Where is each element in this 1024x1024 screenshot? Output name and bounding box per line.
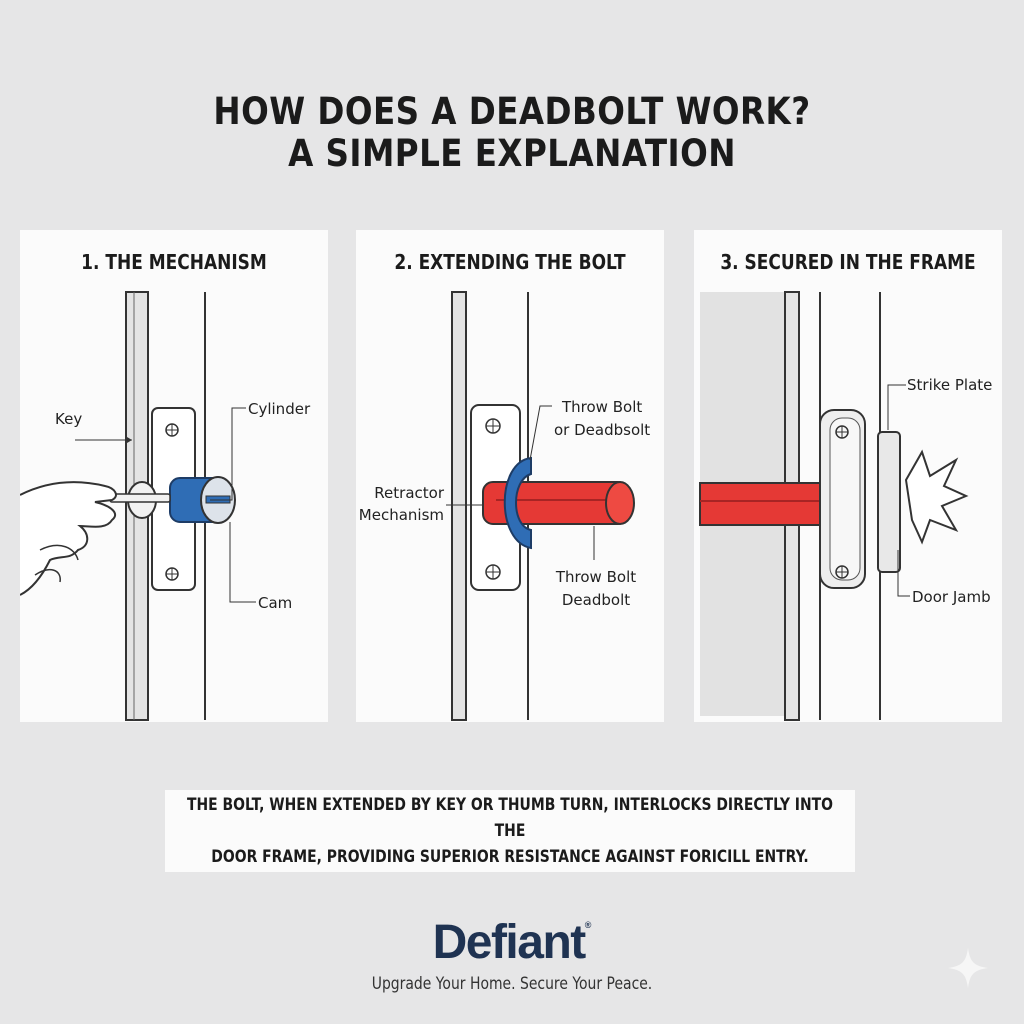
label-key: Key	[55, 410, 82, 428]
page-title-line1: HOW DOES A DEADBOLT WORK?	[213, 90, 811, 133]
label-retractor-1: Retractor	[374, 484, 445, 502]
extending-illustration: Throw Bolt or Deadbsolt Retractor Mechan…	[359, 291, 650, 721]
label-retractor-2: Mechanism	[359, 506, 444, 524]
retractor-ring	[503, 456, 532, 550]
hand-icon	[20, 481, 117, 596]
brand-tagline: Upgrade Your Home. Secure Your Peace.	[371, 974, 653, 994]
throw-bolt	[482, 481, 635, 525]
page-title-line2: A SIMPLE EXPLANATION	[288, 132, 736, 175]
screw-icon	[485, 418, 501, 434]
label-throw-bolt-bottom-2: Deadbolt	[562, 591, 630, 609]
screw-icon	[835, 425, 849, 439]
brand-logo: Defiant®	[0, 915, 1024, 970]
screw-icon	[165, 567, 179, 581]
panel-title-mechanism: 1. THE MECHANISM	[81, 250, 267, 274]
label-throw-bolt-top-1: Throw Bolt	[561, 398, 642, 416]
caption-line1: THE BOLT, WHEN EXTENDED BY KEY OR THUMB …	[186, 795, 833, 841]
label-door-jamb: Door Jamb	[912, 588, 991, 606]
label-throw-bolt-bottom-1: Throw Bolt	[555, 568, 636, 586]
strike-plate	[877, 431, 901, 573]
caption-line2: DOOR FRAME, PROVIDING SUPERIOR RESISTANC…	[211, 847, 809, 867]
brand-name: Defiant	[432, 916, 587, 969]
panel-extending: Throw Bolt or Deadbsolt Retractor Mechan…	[356, 230, 664, 722]
screw-icon	[835, 565, 849, 579]
impact-starburst-icon	[904, 449, 969, 545]
screw-icon	[485, 564, 501, 580]
caption-box: THE BOLT, WHEN EXTENDED BY KEY OR THUMB …	[165, 790, 855, 872]
label-strike-plate: Strike Plate	[907, 376, 992, 394]
label-cylinder: Cylinder	[248, 400, 311, 418]
label-cam: Cam	[258, 594, 292, 612]
panel-secured: Strike Plate Door Jamb	[694, 230, 1002, 722]
panel-mechanism: Key Cylinder Cam	[20, 230, 328, 722]
label-throw-bolt-top-2: or Deadbsolt	[554, 421, 650, 439]
sparkle-icon	[948, 948, 988, 988]
panel-title-secured: 3. SECURED IN THE FRAME	[720, 250, 976, 274]
secured-illustration: Strike Plate Door Jamb	[699, 291, 992, 721]
mechanism-illustration: Key Cylinder Cam	[20, 291, 311, 721]
registered-mark: ®	[584, 920, 592, 930]
screw-icon	[165, 423, 179, 437]
panel-title-extending: 2. EXTENDING THE BOLT	[394, 250, 626, 274]
